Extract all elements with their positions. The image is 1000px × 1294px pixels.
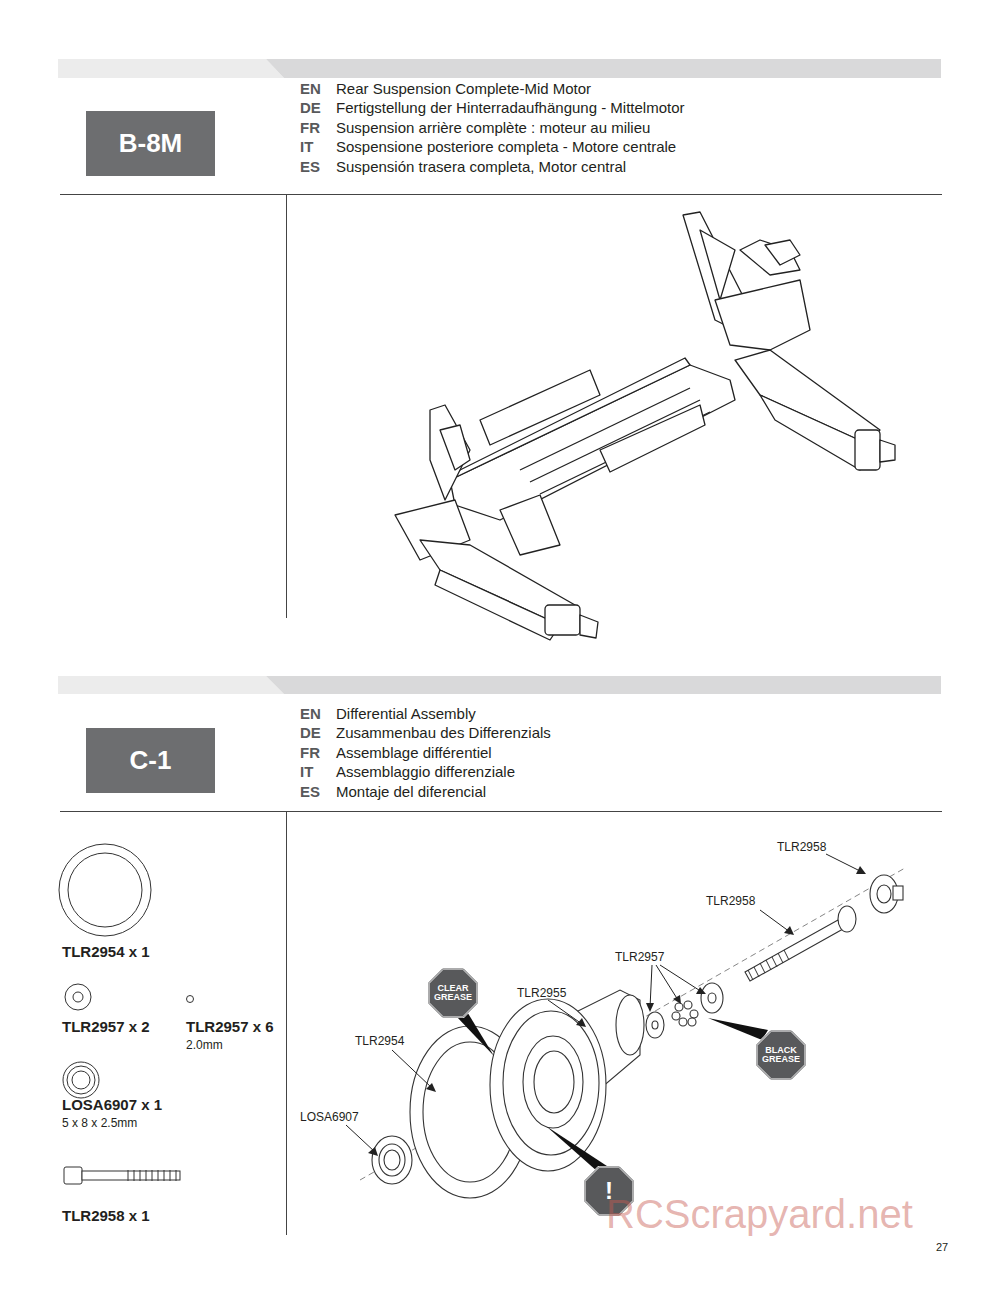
watermark: RCScrapyard.net (606, 1190, 913, 1238)
part-number: LOSA6907 (300, 1110, 359, 1124)
rule (286, 811, 287, 1235)
header-bar (266, 676, 941, 694)
part-count: TLR2958 x 1 (62, 1207, 150, 1225)
language-code: EN (300, 80, 321, 98)
part-number: TLR2954 (355, 1034, 404, 1048)
step-title: Suspensión trasera completa, Motor centr… (336, 158, 626, 176)
header-bar (58, 676, 284, 694)
page-number: 27 (936, 1241, 948, 1254)
arrowhead (368, 866, 866, 1156)
step-title: Zusammenbau des Differenzials (336, 724, 551, 742)
step-title: Differential Assembly (336, 705, 476, 723)
rule (60, 811, 942, 812)
node-text: B-8M (119, 130, 183, 157)
part-count: TLR2957 x 2 (62, 1018, 150, 1036)
rule (60, 194, 942, 195)
step-title: Fertigstellung der Hinterradaufhängung -… (336, 99, 685, 117)
language-code: FR (300, 119, 320, 137)
grease-callout: BLACK GREASE (756, 1030, 806, 1080)
step-title: Rear Suspension Complete-Mid Motor (336, 80, 591, 98)
step-title: Assemblage différentiel (336, 744, 492, 762)
part-number: TLR2955 (517, 986, 566, 1000)
part-number: TLR2958 (777, 840, 826, 854)
step-title: Assemblaggio differenziale (336, 763, 515, 781)
node-text: CLEAR GREASE (433, 984, 473, 1003)
octagon-fill (757, 1031, 805, 1079)
screw-thread (748, 950, 789, 980)
chassis-illustration (395, 212, 895, 640)
language-code: IT (300, 138, 313, 156)
language-code: IT (300, 763, 313, 781)
language-code: FR (300, 744, 320, 762)
part-number: TLR2957 (615, 950, 664, 964)
part-size: 5 x 8 x 2.5mm (62, 1116, 137, 1130)
step-title: Suspension arrière complète : moteur au … (336, 119, 650, 137)
grease-callout: CLEAR GREASE (428, 968, 478, 1018)
part-count: TLR2954 x 1 (62, 943, 150, 961)
part-number: TLR2958 (706, 894, 755, 908)
language-code: ES (300, 158, 320, 176)
part-count: TLR2957 x 6 (186, 1018, 274, 1036)
octagon-border (757, 1031, 805, 1079)
language-code: DE (300, 724, 321, 742)
language-code: DE (300, 99, 321, 117)
step-box: C-1 (86, 728, 215, 793)
step-title: Sospensione posteriore completa - Motore… (336, 138, 676, 156)
screw-thread (128, 1170, 176, 1181)
language-code: ES (300, 783, 320, 801)
step-title: Montaje del diferencial (336, 783, 486, 801)
node-text: BLACK GREASE (761, 1046, 801, 1065)
parts-icons (59, 844, 194, 1184)
rule (286, 194, 287, 618)
header-bar (266, 59, 941, 78)
language-code: EN (300, 705, 321, 723)
octagon-fill (429, 969, 477, 1017)
leader-line (346, 854, 862, 1152)
differential-illustration (372, 875, 903, 1198)
step-box: B-8M (86, 111, 215, 176)
header-bar (58, 59, 284, 78)
node-text: C-1 (130, 747, 172, 774)
octagon-border (429, 969, 477, 1017)
callout-pointer (456, 1010, 768, 1172)
part-size: 2.0mm (186, 1038, 223, 1052)
part-count: LOSA6907 x 1 (62, 1096, 162, 1114)
